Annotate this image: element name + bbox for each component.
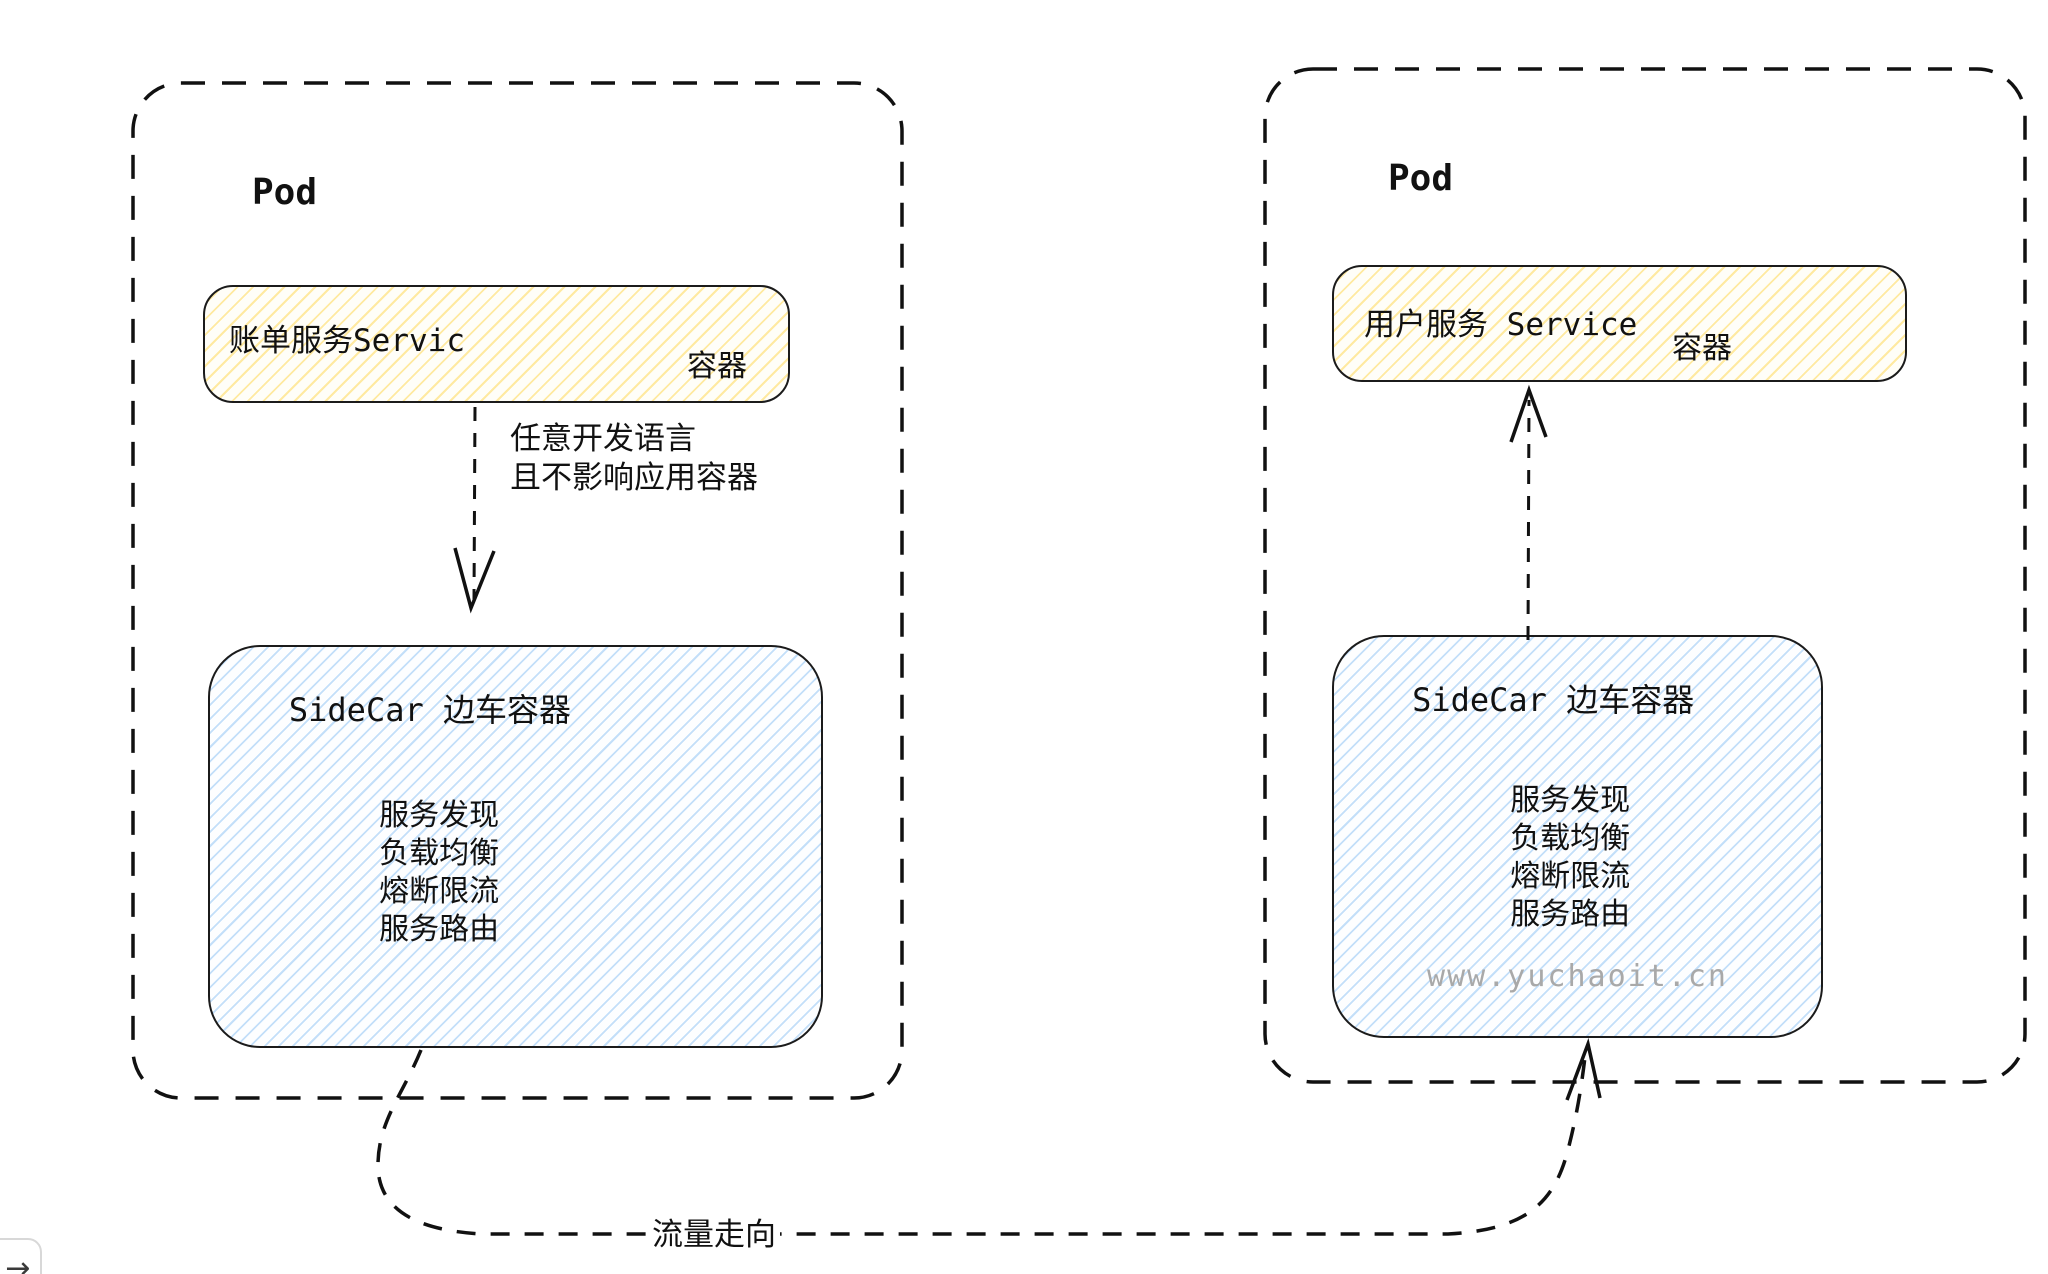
right-sidecar-box: SideCar 边车容器 服务发现 负载均衡 熔断限流 服务路由 www.yuc…: [1332, 635, 1823, 1038]
right-sidecar-title: SideCar 边车容器: [1412, 681, 1695, 719]
sidecar-feature: 服务发现: [1510, 783, 1631, 818]
left-arrow-note-line1: 任意开发语言: [510, 421, 696, 457]
left-app-container-box: 账单服务Servic 容器: [203, 285, 790, 403]
flow-label: 流量走向: [652, 1217, 776, 1253]
sidecar-feature: 熔断限流: [379, 874, 500, 909]
right-app-container-box: 用户服务 Service 容器: [1332, 265, 1907, 382]
sidecar-feature: 服务发现: [379, 798, 500, 833]
right-pod-label: Pod: [1388, 158, 1454, 199]
right-app-name: 用户服务 Service: [1364, 307, 1638, 343]
traffic-flow-arrow-head: [1565, 1037, 1602, 1101]
left-app-name: 账单服务Servic: [229, 323, 465, 359]
sidecar-feature: 熔断限流: [1510, 859, 1631, 894]
right-arrow-icon: →: [5, 1250, 31, 1274]
left-sidecar-feature-list: 服务发现 负载均衡 熔断限流 服务路由: [210, 797, 668, 949]
right-up-arrow-line: [1526, 399, 1531, 641]
sidecar-feature: 负载均衡: [1510, 821, 1631, 856]
left-arrow-note-line2: 且不影响应用容器: [510, 460, 758, 496]
right-sidecar-feature-list: 服务发现 负载均衡 熔断限流 服务路由: [1334, 782, 1806, 934]
right-up-arrow-head: [1509, 384, 1548, 443]
right-app-tag: 容器: [1672, 331, 1732, 366]
sidecar-feature: 负载均衡: [379, 836, 500, 871]
nav-expand-button[interactable]: →: [0, 1238, 42, 1274]
traffic-flow-curve: [376, 1047, 1588, 1236]
left-arrow-note: 任意开发语言 且不影响应用容器: [510, 420, 758, 498]
left-down-arrow-line: [472, 406, 477, 601]
right-sidecar-watermark: www.yuchaoit.cn: [1427, 959, 1728, 994]
sidecar-feature: 服务路由: [379, 912, 500, 947]
flow-label-bg: [648, 1210, 780, 1256]
left-sidecar-box: SideCar 边车容器 服务发现 负载均衡 熔断限流 服务路由: [208, 645, 823, 1048]
left-sidecar-title: SideCar 边车容器: [288, 691, 572, 729]
left-app-tag: 容器: [687, 349, 747, 384]
left-down-arrow-head: [453, 547, 496, 614]
left-pod-label: Pod: [252, 172, 318, 213]
sidecar-feature: 服务路由: [1510, 897, 1631, 932]
